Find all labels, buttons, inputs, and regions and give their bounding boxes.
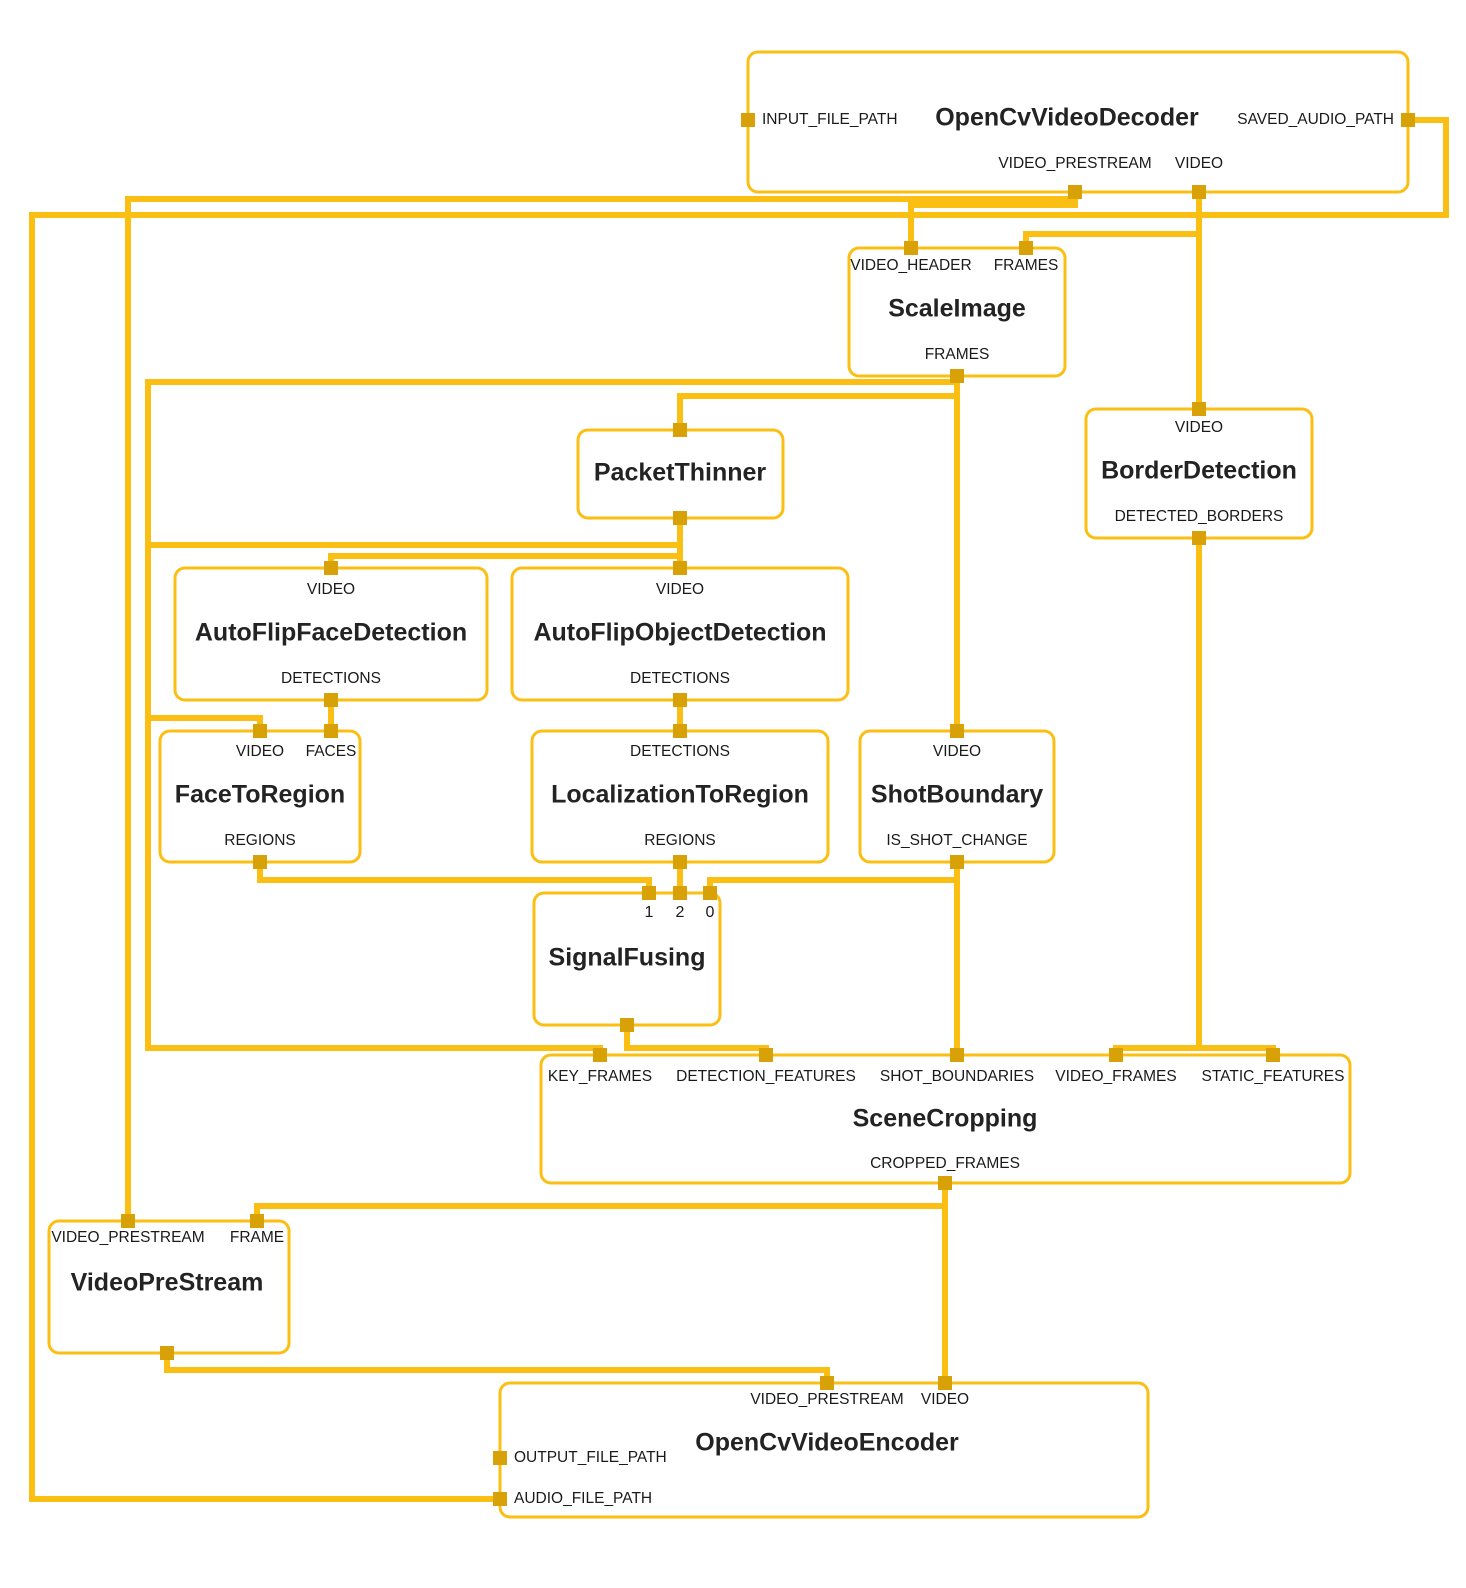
node-title: AutoFlipFaceDetection: [195, 619, 467, 647]
node-title: SignalFusing: [549, 944, 706, 972]
port-label: IS_SHOT_CHANGE: [886, 832, 1027, 849]
node-title: BorderDetection: [1101, 457, 1297, 485]
port-2[interactable]: [673, 886, 687, 900]
graph-edge: [257, 862, 652, 893]
port-label: REGIONS: [224, 832, 295, 849]
port-detections[interactable]: [673, 724, 687, 738]
port-video-prestream[interactable]: [121, 1214, 135, 1228]
port-regions[interactable]: [253, 855, 267, 869]
port-regions[interactable]: [673, 855, 687, 869]
node-title: ShotBoundary: [871, 781, 1043, 809]
port-label: DETECTIONS: [630, 670, 730, 687]
graph-edge: [29, 117, 1449, 1502]
port-cropped-frames[interactable]: [938, 1176, 952, 1190]
node-title: FaceToRegion: [175, 781, 345, 809]
port-input-file-path[interactable]: [741, 113, 755, 127]
labels-layer: OpenCvVideoDecoder INPUT_FILE_PATH SAVED_A…: [51, 104, 1394, 1507]
port-frames[interactable]: [950, 369, 964, 383]
node-title: AutoFlipObjectDetection: [533, 619, 826, 647]
port-video[interactable]: [950, 724, 964, 738]
port-output-file-path[interactable]: [493, 1451, 507, 1465]
port-label: SAVED_AUDIO_PATH: [1237, 111, 1394, 128]
graph-edge: [707, 862, 960, 893]
port-video[interactable]: [253, 724, 267, 738]
node-title: OpenCvVideoDecoder: [935, 104, 1199, 132]
node-title: LocalizationToRegion: [551, 781, 809, 809]
port-label: DETECTION_FEATURES: [676, 1068, 856, 1085]
port-label: VIDEO: [1175, 419, 1223, 436]
port-video[interactable]: [673, 561, 687, 575]
port-anon[interactable]: [673, 423, 687, 437]
port-label: OUTPUT_FILE_PATH: [514, 1449, 667, 1466]
port-label: VIDEO_HEADER: [850, 257, 971, 274]
port-static-features[interactable]: [1266, 1048, 1280, 1062]
port-anon[interactable]: [620, 1018, 634, 1032]
port-label: VIDEO: [921, 1391, 969, 1408]
port-label: FRAME: [230, 1229, 284, 1246]
node-title: SceneCropping: [853, 1105, 1038, 1133]
port-label: REGIONS: [644, 832, 715, 849]
graph-edge: [1196, 192, 1276, 1055]
port-label: FRAMES: [925, 346, 990, 363]
port-anon[interactable]: [673, 511, 687, 525]
port-label: VIDEO: [307, 581, 355, 598]
port-label: CROPPED_FRAMES: [870, 1155, 1020, 1172]
port-frames[interactable]: [1019, 241, 1033, 255]
node-title: PacketThinner: [594, 459, 767, 487]
port-label: VIDEO_FRAMES: [1055, 1068, 1176, 1085]
graph-edge: [1113, 538, 1202, 1055]
ports-layer: [121, 113, 1415, 1506]
port-label: SHOT_BOUNDARIES: [880, 1068, 1034, 1085]
port-label: AUDIO_FILE_PATH: [514, 1490, 652, 1507]
node-title: OpenCvVideoEncoder: [695, 1429, 959, 1457]
port-key-frames[interactable]: [593, 1048, 607, 1062]
port-is-shot-change[interactable]: [950, 855, 964, 869]
port-saved-audio-path[interactable]: [1401, 113, 1415, 127]
graph-edge: [254, 1183, 948, 1221]
port-label: VIDEO: [236, 743, 284, 760]
port-label: DETECTED_BORDERS: [1115, 508, 1284, 525]
port-label: VIDEO_PRESTREAM: [750, 1391, 903, 1408]
port-detected-borders[interactable]: [1192, 531, 1206, 545]
port-frame[interactable]: [250, 1214, 264, 1228]
port-index-label: 1: [645, 904, 654, 921]
port-label: STATIC_FEATURES: [1202, 1068, 1345, 1085]
port-1[interactable]: [642, 886, 656, 900]
port-label: VIDEO: [1175, 155, 1223, 172]
port-faces[interactable]: [324, 724, 338, 738]
port-anon[interactable]: [160, 1346, 174, 1360]
port-0[interactable]: [703, 886, 717, 900]
port-video[interactable]: [324, 561, 338, 575]
graph-edge: [164, 1353, 830, 1383]
port-label: VIDEO_PRESTREAM: [51, 1229, 204, 1246]
port-video-prestream[interactable]: [820, 1376, 834, 1390]
port-video[interactable]: [1192, 402, 1206, 416]
port-label: VIDEO_PRESTREAM: [998, 155, 1151, 172]
port-detection-features[interactable]: [759, 1048, 773, 1062]
port-audio-file-path[interactable]: [493, 1492, 507, 1506]
port-index-label: 2: [676, 904, 685, 921]
port-label: VIDEO: [933, 743, 981, 760]
port-label: DETECTIONS: [281, 670, 381, 687]
node-title: ScaleImage: [888, 295, 1026, 323]
port-label: KEY_FRAMES: [548, 1068, 652, 1085]
port-index-label: 0: [706, 904, 715, 921]
nodes-layer: [47, 50, 1410, 1519]
port-video-frames[interactable]: [1109, 1048, 1123, 1062]
port-video[interactable]: [938, 1376, 952, 1390]
port-detections[interactable]: [324, 693, 338, 707]
port-label: FACES: [306, 743, 357, 760]
port-label: VIDEO: [656, 581, 704, 598]
port-video[interactable]: [1192, 185, 1206, 199]
port-label: INPUT_FILE_PATH: [762, 111, 898, 128]
port-detections[interactable]: [673, 693, 687, 707]
port-label: DETECTIONS: [630, 743, 730, 760]
port-video-prestream[interactable]: [1068, 185, 1082, 199]
port-label: FRAMES: [994, 257, 1059, 274]
port-shot-boundaries[interactable]: [950, 1048, 964, 1062]
port-video-header[interactable]: [904, 241, 918, 255]
graph-edge: [624, 1025, 769, 1055]
node-title: VideoPreStream: [71, 1269, 264, 1297]
